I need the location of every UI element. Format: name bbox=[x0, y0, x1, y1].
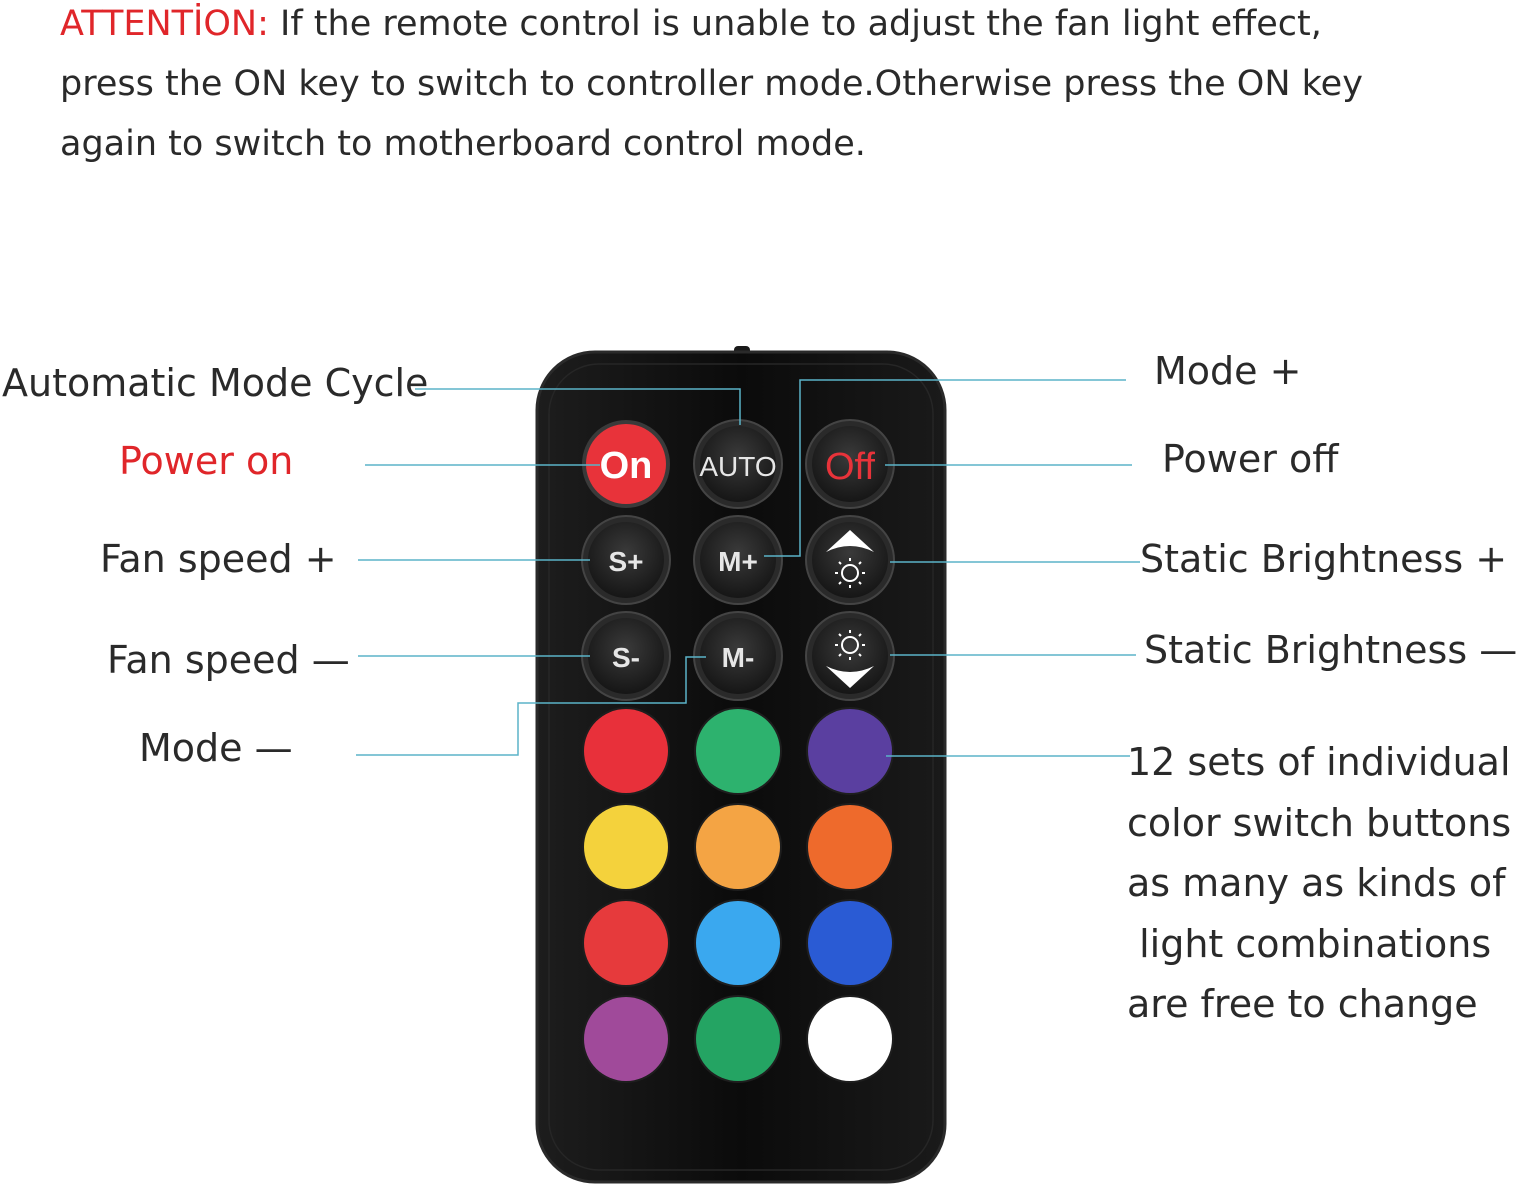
off-button[interactable]: Off bbox=[805, 419, 895, 509]
arrow-down-icon bbox=[826, 666, 874, 688]
color-button[interactable] bbox=[694, 995, 782, 1083]
color-button[interactable] bbox=[582, 707, 670, 795]
label-color-buttons: 12 sets of individual color switch butto… bbox=[1127, 732, 1511, 1035]
color-note-line: 12 sets of individual bbox=[1127, 740, 1511, 784]
color-button[interactable] bbox=[582, 899, 670, 987]
sun-icon bbox=[835, 630, 865, 660]
color-button[interactable] bbox=[806, 803, 894, 891]
color-button[interactable] bbox=[806, 899, 894, 987]
brightness-down-button[interactable] bbox=[805, 611, 895, 701]
m-minus-button[interactable]: M- bbox=[693, 611, 783, 701]
s-plus-label: S+ bbox=[608, 546, 643, 577]
color-note-line: are free to change bbox=[1127, 982, 1478, 1026]
label-fan-speed-minus: Fan speed — bbox=[107, 638, 350, 682]
m-plus-button[interactable]: M+ bbox=[693, 515, 783, 605]
attention-text: If the remote control is unable to adjus… bbox=[60, 4, 1363, 164]
color-note-line: light combinations bbox=[1127, 921, 1492, 966]
label-power-off: Power off bbox=[1162, 437, 1339, 481]
leader-lines bbox=[356, 379, 1140, 757]
color-button[interactable] bbox=[806, 707, 894, 795]
on-button-label: On bbox=[600, 445, 653, 487]
color-button[interactable] bbox=[694, 899, 782, 987]
s-plus-button[interactable]: S+ bbox=[581, 515, 671, 605]
attention-note: ATTENTİON: If the remote control is unab… bbox=[60, 0, 1400, 174]
color-button[interactable] bbox=[806, 995, 894, 1083]
on-button[interactable]: On bbox=[582, 420, 670, 508]
leader-mode-minus bbox=[356, 656, 706, 756]
leader-mode-plus bbox=[764, 379, 1126, 557]
color-note-line: as many as kinds of bbox=[1127, 861, 1506, 905]
arrow-up-icon bbox=[826, 530, 874, 552]
s-minus-button[interactable]: S- bbox=[581, 611, 671, 701]
label-brightness-plus: Static Brightness + bbox=[1140, 537, 1508, 581]
m-minus-label: M- bbox=[722, 642, 755, 673]
off-button-label: Off bbox=[825, 446, 875, 488]
auto-button-label: AUTO bbox=[699, 451, 776, 482]
label-brightness-minus: Static Brightness — bbox=[1144, 628, 1517, 672]
attention-label: ATTENTİON: bbox=[60, 4, 269, 44]
label-fan-speed-plus: Fan speed + bbox=[100, 537, 337, 581]
color-button[interactable] bbox=[694, 803, 782, 891]
brightness-up-button[interactable] bbox=[805, 515, 895, 605]
label-mode-minus: Mode — bbox=[139, 726, 293, 770]
sun-icon bbox=[835, 558, 865, 588]
color-button-grid bbox=[582, 707, 894, 1083]
color-button[interactable] bbox=[582, 803, 670, 891]
label-mode-plus: Mode + bbox=[1154, 349, 1302, 393]
leader-auto bbox=[415, 388, 741, 425]
m-plus-label: M+ bbox=[718, 546, 758, 577]
label-auto-cycle: Automatic Mode Cycle bbox=[2, 361, 429, 405]
auto-button[interactable]: AUTO bbox=[693, 419, 783, 509]
label-power-on: Power on bbox=[119, 439, 294, 483]
color-button[interactable] bbox=[694, 707, 782, 795]
color-note-line: color switch buttons bbox=[1127, 800, 1512, 845]
color-button[interactable] bbox=[582, 995, 670, 1083]
s-minus-label: S- bbox=[612, 642, 640, 673]
